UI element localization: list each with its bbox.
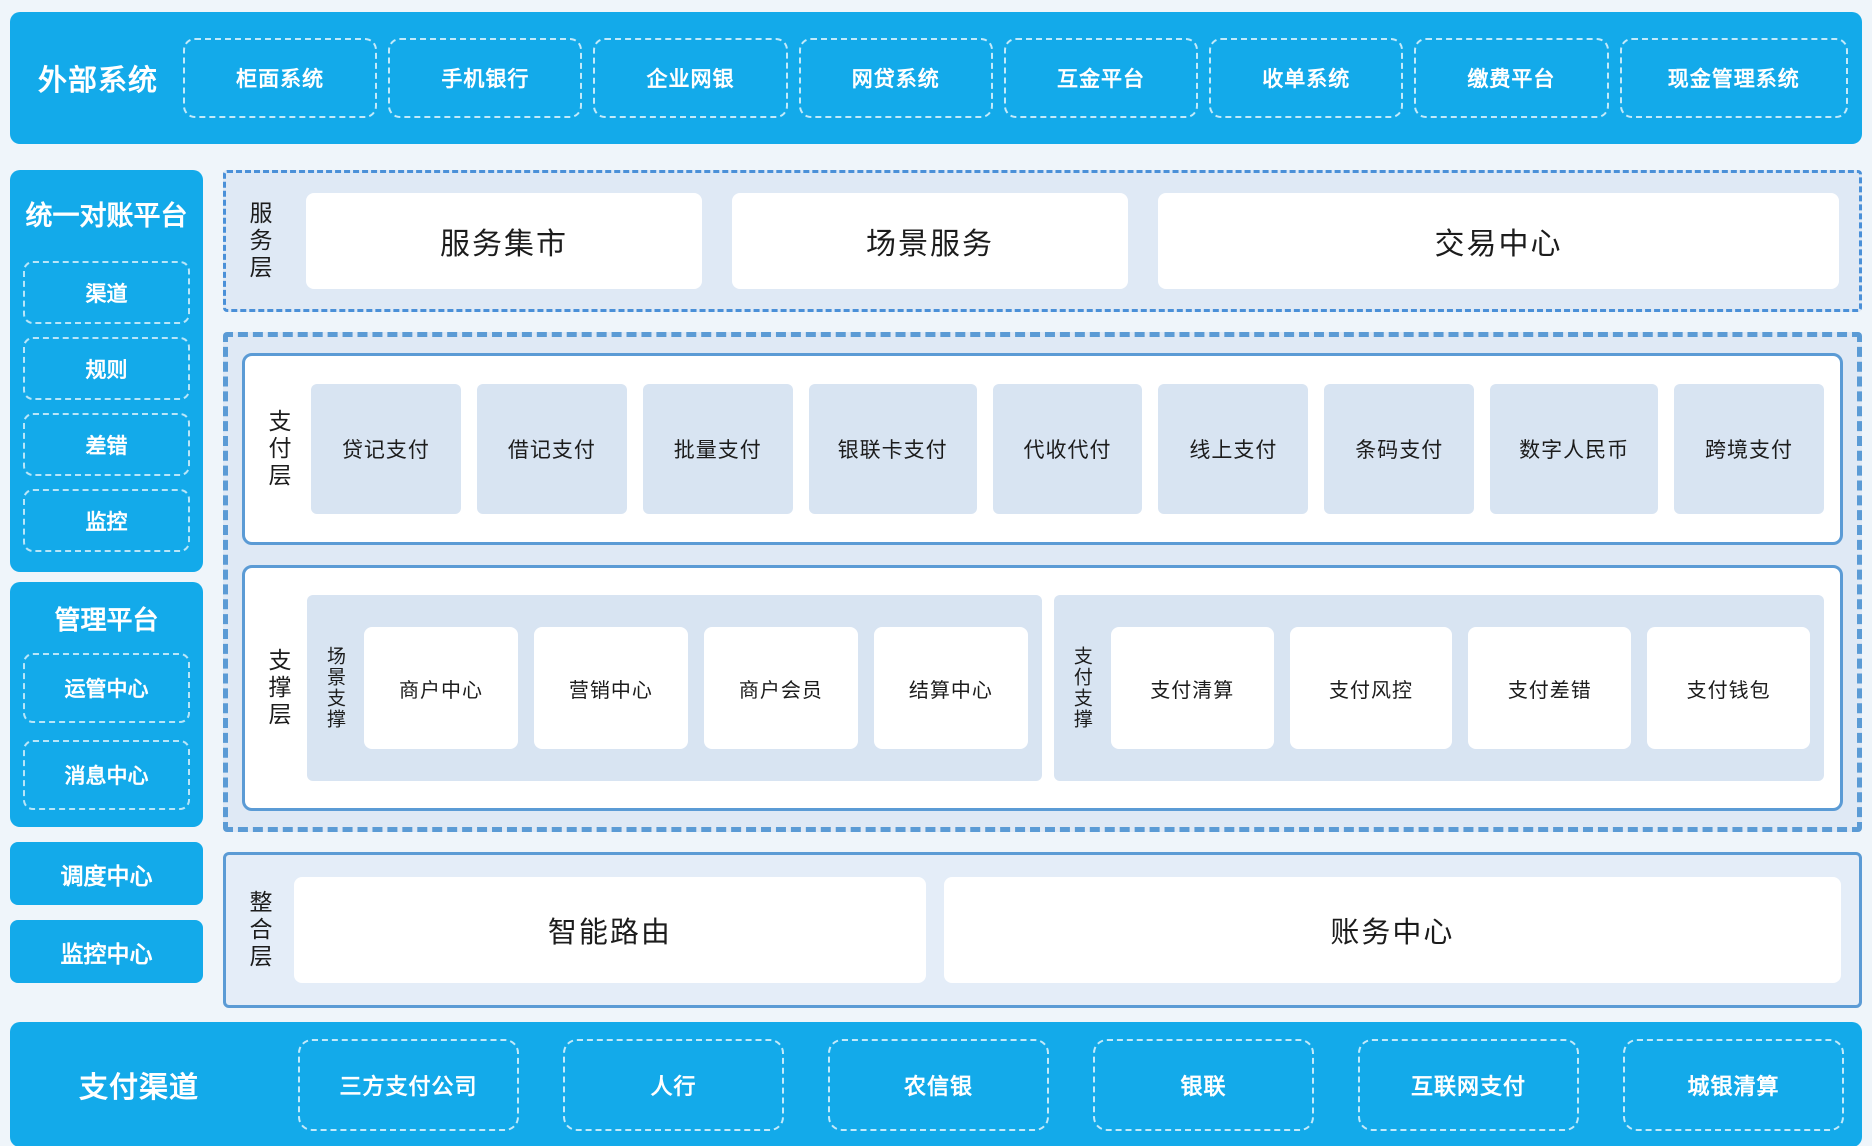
left-sidebar: 统一对账平台 渠道 规则 差错 监控 管理平台 运管中心 消息中心 调度中心 监… [10,170,203,1008]
payment-cross-border: 跨境支付 [1674,384,1824,515]
scenario-support-label: 场景支撑 [324,646,345,731]
external-system-fee-payment: 缴费平台 [1414,38,1609,118]
mgmt-item-message-center: 消息中心 [23,740,190,810]
monitoring-center-block: 监控中心 [10,920,203,983]
recon-item-channel: 渠道 [23,261,190,324]
core-layers-container: 支付层 贷记支付 借记支付 批量支付 银联卡支付 代收代付 线上支付 条码支付 … [223,332,1862,833]
external-system-online-loan: 网贷系统 [798,38,993,118]
channel-internet-payment: 互联网支付 [1358,1038,1579,1131]
integration-layer-label: 整合层 [246,889,272,971]
service-layer-label: 服务层 [246,200,272,282]
payment-layer-label: 支付层 [265,408,291,490]
payment-clearing-box: 支付清算 [1110,627,1274,750]
recon-item-monitoring: 监控 [23,489,190,552]
settlement-center-box: 结算中心 [873,627,1028,750]
payment-layer: 支付层 贷记支付 借记支付 批量支付 银联卡支付 代收代付 线上支付 条码支付 … [242,353,1843,546]
channel-unionpay: 银联 [1093,1038,1314,1131]
reconciliation-platform-block: 统一对账平台 渠道 规则 差错 监控 [10,170,203,572]
channel-city-bank-clearing: 城银清算 [1623,1038,1844,1131]
scenario-support-group: 场景支撑 商户中心 营销中心 商户会员 结算中心 [307,595,1042,782]
payment-channels-bar: 支付渠道 三方支付公司 人行 农信银 银联 互联网支付 城银清算 [10,1022,1862,1146]
external-system-corporate-ebank: 企业网银 [593,38,788,118]
management-platform-block: 管理平台 运管中心 消息中心 [10,582,203,827]
mgmt-item-operations-center: 运管中心 [23,653,190,723]
payment-debit: 借记支付 [476,384,627,515]
payment-barcode: 条码支付 [1324,384,1475,515]
external-systems-title: 外部系统 [37,65,158,97]
management-platform-title: 管理平台 [54,605,159,635]
main-column: 服务层 服务集市 场景服务 交易中心 支付层 贷记支付 借记支付 批量支付 银联… [223,170,1862,1008]
transaction-center-box: 交易中心 [1157,193,1839,290]
payment-batch: 批量支付 [642,384,793,515]
merchant-member-box: 商户会员 [703,627,858,750]
reconciliation-platform-title: 统一对账平台 [25,201,188,231]
payment-support-group: 支付支撑 支付清算 支付风控 支付差错 支付钱包 [1053,595,1824,782]
channel-pboc: 人行 [563,1038,784,1131]
middle-region: 统一对账平台 渠道 规则 差错 监控 管理平台 运管中心 消息中心 调度中心 监… [10,170,1862,1008]
payment-digital-rmb: 数字人民币 [1490,384,1659,515]
smart-routing-box: 智能路由 [294,877,926,984]
external-system-internet-finance: 互金平台 [1003,38,1199,118]
payment-credit: 贷记支付 [311,384,461,515]
accounting-center-box: 账务中心 [943,877,1841,984]
payment-unionpay-card: 银联卡支付 [808,384,977,515]
payment-channels-title: 支付渠道 [78,1071,199,1104]
support-layer: 支撑层 场景支撑 商户中心 营销中心 商户会员 结算中心 支付支撑 支付清算 支… [242,565,1843,812]
marketing-center-box: 营销中心 [533,627,688,750]
recon-item-errors: 差错 [23,413,190,476]
service-layer: 服务层 服务集市 场景服务 交易中心 [223,170,1862,313]
channel-rural-credit: 农信银 [828,1038,1049,1131]
external-system-cash-management: 现金管理系统 [1619,38,1848,118]
payment-online: 线上支付 [1158,384,1309,515]
channel-third-party: 三方支付公司 [298,1038,519,1131]
external-systems-bar: 外部系统 柜面系统 手机银行 企业网银 网贷系统 互金平台 收单系统 缴费平台 … [10,12,1862,144]
merchant-center-box: 商户中心 [364,627,518,750]
payment-support-label: 支付支撑 [1070,646,1092,731]
external-system-counter: 柜面系统 [183,38,378,118]
payment-wallet-box: 支付钱包 [1647,627,1811,750]
scenario-service-box: 场景服务 [731,193,1128,290]
external-system-mobile-banking: 手机银行 [388,38,583,118]
integration-layer: 整合层 智能路由 账务中心 [223,852,1862,1008]
external-system-acquiring: 收单系统 [1209,38,1404,118]
payment-risk-box: 支付风控 [1289,627,1453,750]
service-market-box: 服务集市 [306,193,702,290]
recon-item-rules: 规则 [23,337,190,400]
support-layer-label: 支撑层 [265,647,291,729]
payment-collection: 代收代付 [992,384,1143,515]
payment-error-box: 支付差错 [1468,627,1632,750]
dispatch-center-block: 调度中心 [10,842,203,905]
